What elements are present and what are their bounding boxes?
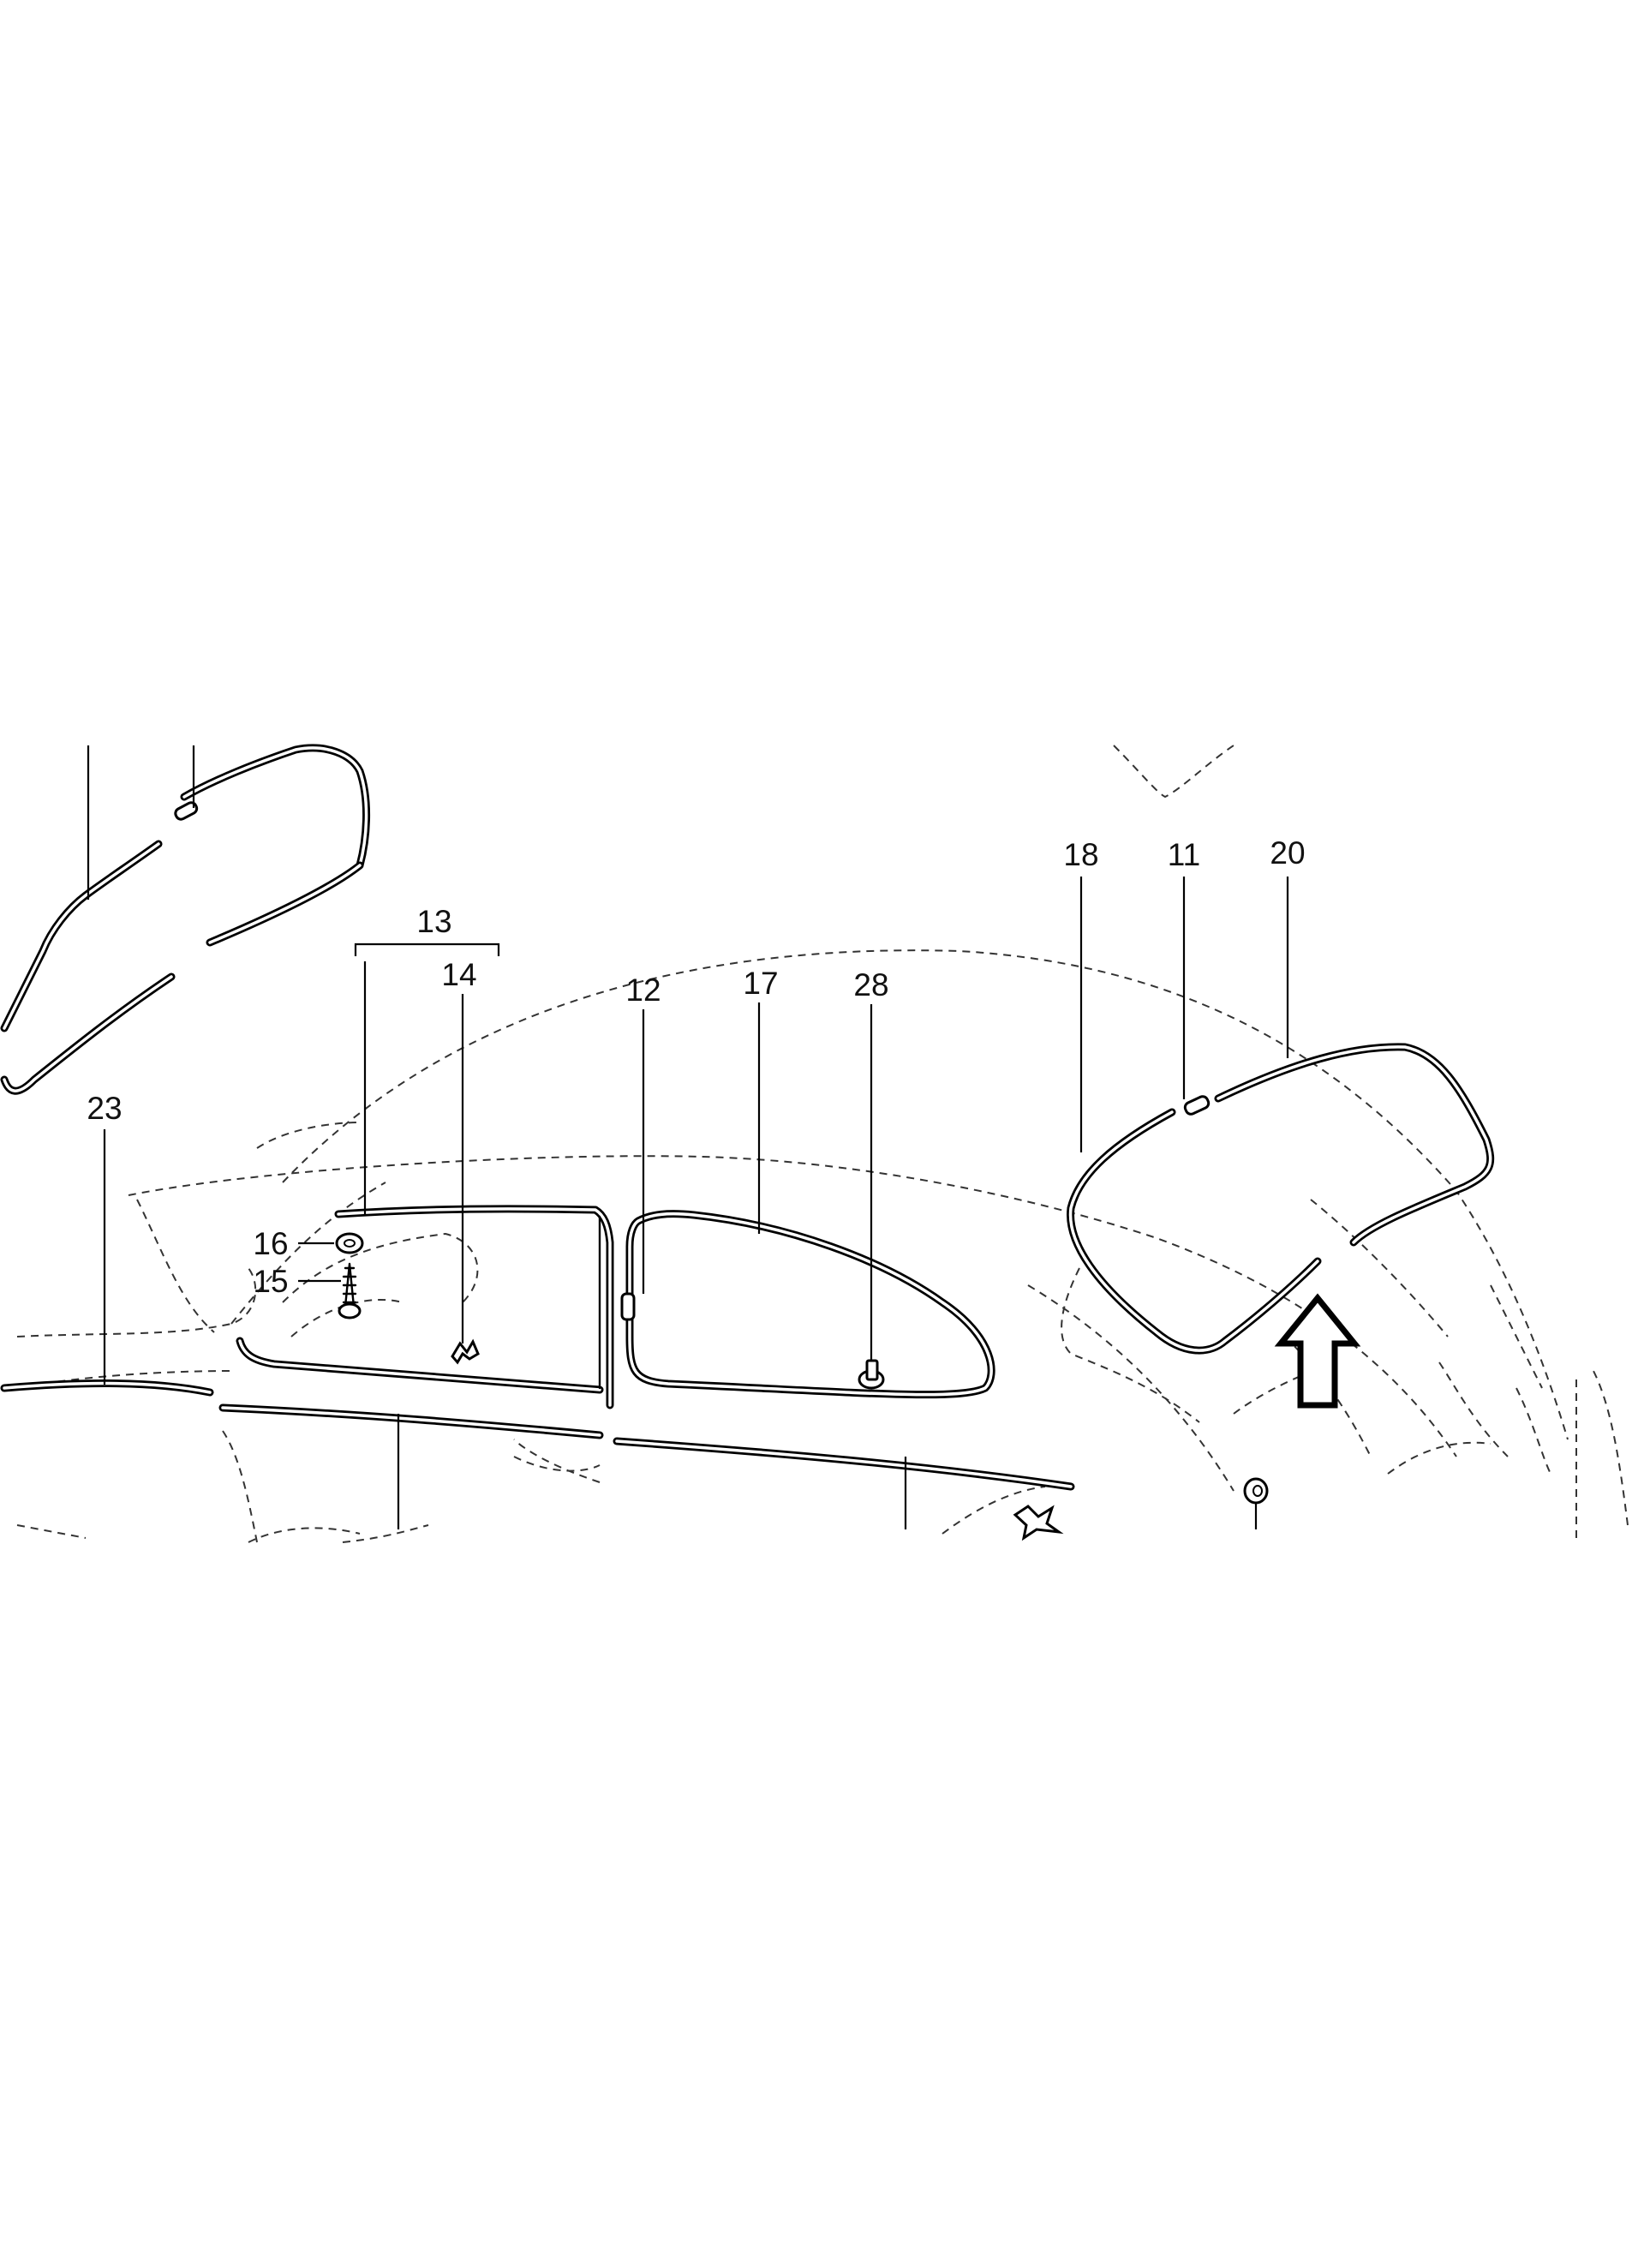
callout-11: 11: [1168, 837, 1200, 872]
leader-lines: [87, 745, 1289, 1529]
body-side-molding: [0, 1379, 1075, 1491]
plug-part: [858, 1359, 885, 1390]
callout-13: 13: [416, 904, 451, 939]
clip-part: [451, 1338, 480, 1365]
callout-20: 20: [1270, 835, 1305, 871]
screw-part: [338, 1262, 362, 1320]
car-body-outline: [16, 745, 1629, 1543]
callout-18: 18: [1063, 837, 1098, 872]
callout-23: 23: [87, 1091, 122, 1126]
rear-window-seal: [1067, 1043, 1495, 1355]
quarter-window-seal: [236, 1205, 614, 1409]
callout-14: 14: [441, 957, 476, 992]
seal-joint-clip: [1183, 1095, 1211, 1116]
windshield-seal: [0, 744, 371, 1095]
callout-16: 16: [253, 1226, 288, 1261]
callout-15: 15: [253, 1264, 288, 1299]
callout-28: 28: [853, 967, 888, 1002]
callout-12: 12: [625, 972, 661, 1008]
callout-17: 17: [743, 966, 778, 1001]
retainer-part: [1013, 1505, 1064, 1541]
grommet-part: [1243, 1477, 1269, 1505]
up-arrow-icon: [1274, 1293, 1361, 1409]
door-window-seal: [625, 1210, 995, 1399]
seal-joint-clip: [174, 801, 199, 821]
molding-clip-part: [620, 1292, 636, 1321]
small-parts: [335, 1232, 1269, 1541]
callout-labels: 11 12 13 14 15 16 17 18 20 23 28: [87, 835, 1305, 1299]
